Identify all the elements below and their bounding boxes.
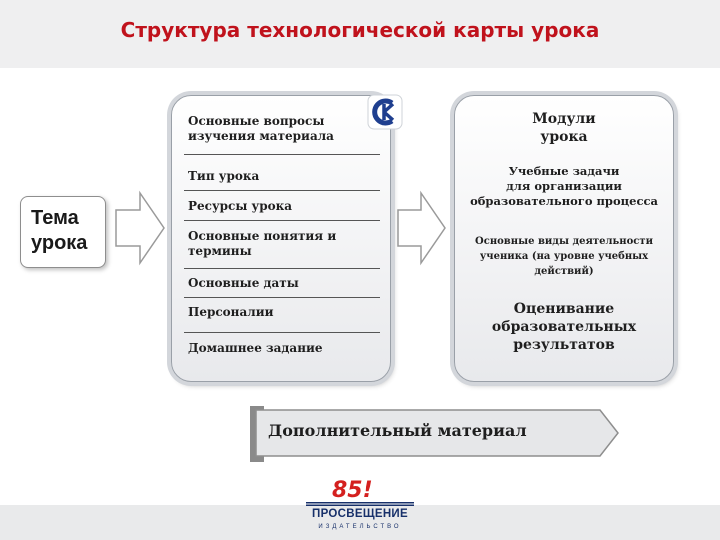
logo-stripes-icon — [306, 502, 414, 506]
tasks-text: Учебные задачи для организации образоват… — [470, 164, 658, 208]
slide-title: Структура технологической карты урока — [120, 18, 600, 42]
divider — [184, 190, 380, 191]
footer-band — [0, 505, 720, 540]
divider — [184, 332, 380, 333]
title-band — [0, 0, 720, 68]
topic-box: Тема урока — [20, 196, 106, 268]
list-item: Домашнее задание — [188, 341, 323, 355]
activities-text: Основные виды деятельности ученика (на у… — [475, 236, 653, 277]
publisher-name: ПРОСВЕЩЕНИЕ — [312, 508, 408, 520]
assessment-text: Оценивание образовательных результатов — [491, 301, 637, 353]
arrow-right-icon — [397, 190, 446, 266]
lesson-modules-panel: Модули урока Учебные задачи для организа… — [454, 95, 674, 382]
additional-material-banner — [250, 406, 619, 462]
divider — [184, 154, 380, 155]
publisher-logo: 85! ПРОСВЕЩЕНИЕ ИЗДАТЕЛЬСТВО — [298, 480, 422, 538]
modules-heading: Модули урока — [532, 111, 596, 145]
list-item: Основные даты — [188, 276, 299, 290]
arrow-right-icon — [115, 190, 165, 266]
list-item: Основные понятия и термины — [188, 229, 337, 258]
publisher-subtitle: ИЗДАТЕЛЬСТВО — [318, 524, 402, 530]
additional-material-label: Дополнительный материал — [268, 421, 527, 440]
divider — [184, 220, 380, 221]
anniversary-mark: 85! — [332, 478, 373, 503]
lesson-elements-panel: Основные вопросы изучения материала Тип … — [171, 95, 391, 382]
list-item: Персоналии — [188, 305, 274, 319]
topic-label: Тема урока — [31, 207, 88, 254]
list-item: Ресурсы урока — [188, 199, 293, 213]
list-item: Тип урока — [188, 169, 260, 183]
list-item: Основные вопросы изучения материала — [188, 114, 334, 143]
publisher-badge-icon — [367, 94, 403, 130]
divider — [184, 268, 380, 269]
divider — [184, 297, 380, 298]
